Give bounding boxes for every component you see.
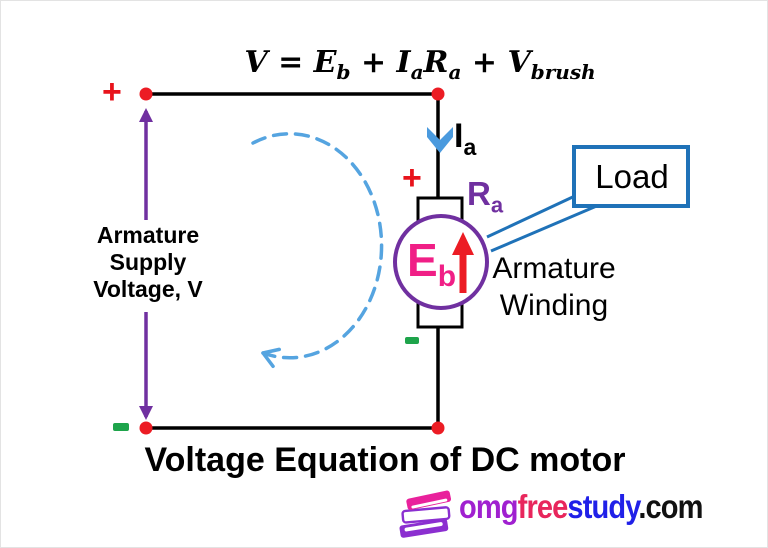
diagram-title: Voltage Equation of DC motor	[144, 441, 626, 479]
junction-dot	[139, 421, 153, 435]
current-symbol: I	[454, 117, 464, 155]
supply-voltage-label-line1: Armature	[96, 222, 200, 248]
equation-subscript: brush	[530, 60, 596, 84]
supply-positive-terminal: +	[102, 73, 122, 111]
logo-free: free	[517, 488, 569, 525]
load-label: Load	[595, 157, 669, 195]
supply-voltage-label-line3: Voltage, V	[93, 276, 203, 302]
armature-winding-label-line2: Winding	[499, 289, 609, 322]
junction-dots	[139, 87, 445, 435]
junction-dot	[431, 421, 445, 435]
emf-arrow	[452, 232, 474, 293]
armature-negative-terminal-icon	[405, 337, 419, 344]
junction-dot	[139, 87, 153, 101]
supply-voltage-label-line2: Supply	[109, 249, 187, 275]
equation-subscript: a	[410, 60, 424, 84]
supply-voltage-label: Armature Supply Voltage, V	[63, 222, 233, 303]
armature-resistance-label: Ra	[467, 175, 503, 216]
logo-com: .com	[638, 488, 703, 525]
armature-current-label: Ia	[454, 117, 476, 158]
resistance-symbol: R	[467, 175, 491, 212]
equation-part: + V	[461, 45, 531, 80]
armature-winding-label: Armature Winding	[424, 250, 684, 324]
emf-subscript: b	[437, 260, 457, 294]
site-logo: omgfreestudy.com	[397, 485, 736, 539]
armature-winding-label-line1: Armature	[492, 252, 616, 285]
load-connector-line-lower	[490, 203, 600, 253]
load-connector-line-upper	[486, 193, 578, 239]
load-connector-lines	[486, 193, 600, 253]
site-logo-text: omgfreestudy.com	[459, 487, 703, 527]
load-box	[572, 145, 690, 208]
current-subscript: a	[463, 133, 477, 160]
supply-negative-terminal-icon	[113, 423, 129, 431]
logo-study: study	[567, 488, 639, 525]
books-stack-icon	[399, 490, 452, 538]
current-direction-arrow-icon	[427, 127, 453, 153]
equation-subscript: b	[336, 60, 351, 84]
equation-part: + I	[350, 45, 411, 80]
rotation-direction-arrow	[251, 132, 384, 369]
equation-part: R	[423, 45, 449, 80]
circuit-wires	[146, 92, 440, 430]
voltage-equation: V = Eb + IaRa + Vbrush	[170, 45, 670, 84]
armature-positive-terminal: +	[402, 159, 422, 197]
equation-part: V = E	[244, 45, 337, 80]
logo-omg: omg	[459, 488, 519, 525]
emf-symbol: E	[407, 234, 438, 286]
back-emf-label: Eb	[407, 234, 456, 292]
resistance-subscript: a	[490, 192, 504, 218]
negative-terminals	[113, 337, 419, 431]
junction-dot	[431, 87, 445, 101]
equation-subscript: a	[448, 60, 462, 84]
